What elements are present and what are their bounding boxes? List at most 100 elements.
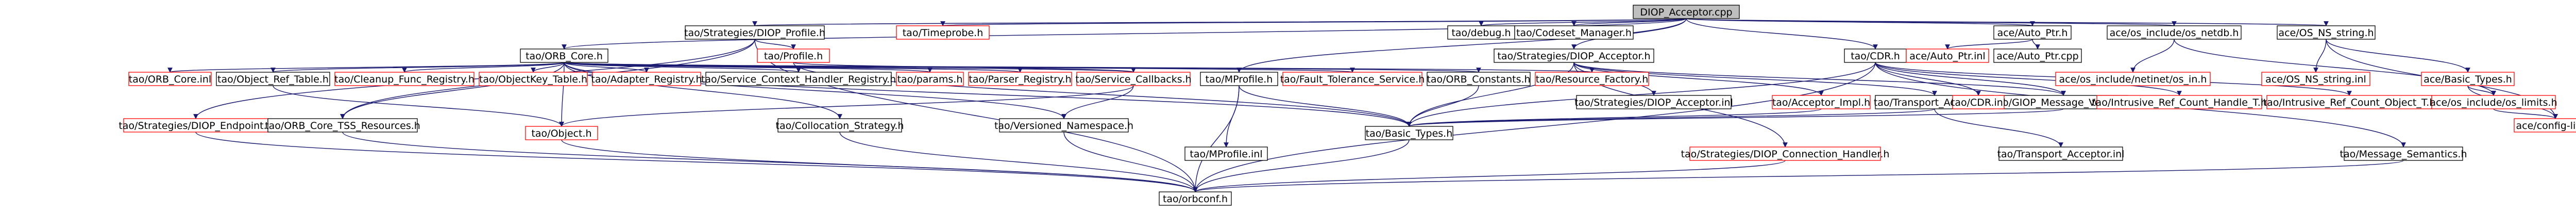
node-diop-acceptor-h[interactable]: tao/Strategies/DIOP_Acceptor.h bbox=[1494, 48, 1654, 63]
edge-diop_acceptor_h-to-acceptor_impl bbox=[1573, 62, 1824, 96]
node-label: tao/orbconf.h bbox=[1163, 193, 1228, 205]
node-label: tao/Object_Ref_Table.h bbox=[217, 74, 329, 85]
node-basic-types-tao[interactable]: tao/Basic_Types.h bbox=[1365, 126, 1453, 140]
node-auto-ptr-inl[interactable]: ace/Auto_Ptr.inl bbox=[1906, 48, 1989, 63]
node-orb-core[interactable]: tao/ORB_Core.h bbox=[520, 48, 608, 63]
node-resource-factory[interactable]: tao/Resource_Factory.h bbox=[1535, 72, 1649, 86]
node-intrusive-ref[interactable]: tao/Intrusive_Ref_Count_Handle_T.h bbox=[2092, 95, 2267, 109]
node-label: tao/Profile.h bbox=[764, 51, 823, 62]
node-transport-acceptor-inl[interactable]: tao/Transport_Acceptor.inl bbox=[1997, 146, 2125, 161]
node-orb-constants[interactable]: tao/ORB_Constants.h bbox=[1427, 72, 1531, 86]
edge-diop_acceptor_h-to-transport_acceptor bbox=[1573, 62, 1937, 96]
node-box bbox=[2055, 72, 2211, 86]
node-object-h[interactable]: tao/Object.h bbox=[525, 126, 598, 140]
node-box bbox=[896, 25, 990, 40]
node-obj-ref-table[interactable]: tao/Object_Ref_Table.h bbox=[216, 72, 330, 86]
node-box bbox=[1200, 72, 1278, 86]
node-inet[interactable]: ace/os_include/netinet/os_in.h bbox=[2055, 72, 2211, 86]
node-svc-callbacks[interactable]: tao/Service_Callbacks.h bbox=[1075, 72, 1192, 86]
node-collocation[interactable]: tao/Collocation_Strategy.h bbox=[776, 118, 904, 133]
node-box bbox=[520, 48, 608, 63]
node-diop-conn-handler[interactable]: tao/Strategies/DIOP_Connection_Handler.h bbox=[1681, 146, 1890, 161]
node-intrusive-ref-obj[interactable]: tao/Intrusive_Ref_Count_Object_T.h bbox=[2263, 95, 2436, 109]
edge-orb_core-to-collocation bbox=[564, 62, 842, 119]
node-label: tao/CDR.inl bbox=[1951, 97, 2006, 108]
node-tao-export[interactable]: tao/orbconf.h bbox=[1159, 191, 1232, 206]
node-box bbox=[1844, 48, 1907, 63]
node-diop-endpoint[interactable]: tao/Strategies/DIOP_Endpoint.h bbox=[118, 118, 273, 133]
node-box bbox=[999, 118, 1129, 133]
node-label: tao/Adapter_Registry.h bbox=[591, 74, 702, 85]
edge-diop_profile-to-profile bbox=[754, 39, 796, 50]
edge-orb_core-to-obj_ref_table bbox=[270, 62, 565, 73]
node-label: tao/debug.h bbox=[1451, 27, 1511, 39]
node-label: ace/os_include/os_limits.h bbox=[2430, 97, 2557, 108]
node-codeset-mgr[interactable]: tao/Codeset_Manager.h bbox=[1514, 25, 1634, 40]
node-profile[interactable]: tao/Profile.h bbox=[757, 48, 830, 63]
node-label: tao/ORB_Constants.h bbox=[1427, 74, 1530, 85]
node-acceptor-impl[interactable]: tao/Acceptor_Impl.h bbox=[1772, 95, 1871, 109]
node-label: tao/Service_Callbacks.h bbox=[1075, 74, 1191, 85]
node-svc-ctx-handler[interactable]: tao/Service_Context_Handler_Registry.h bbox=[701, 72, 896, 86]
node-auto-ptr[interactable]: ace/Auto_Ptr.h bbox=[1993, 25, 2072, 40]
edge-profile-to-svc_callbacks bbox=[793, 62, 1136, 73]
node-mprofile[interactable]: tao/MProfile.h bbox=[1200, 72, 1278, 86]
node-debug[interactable]: tao/debug.h bbox=[1447, 25, 1515, 40]
edge-orb_core-to-svc_ctx_handler bbox=[564, 62, 801, 73]
node-mprofile-inl[interactable]: tao/MProfile.inl bbox=[1184, 146, 1268, 161]
edge-root-to-netdb bbox=[1686, 18, 2176, 26]
edge-os_limits-to-ace_config bbox=[2493, 108, 2558, 119]
edge-mprofile-to-tao_export bbox=[1193, 85, 1240, 192]
node-box bbox=[968, 72, 1072, 86]
node-auto-ptr-cpp[interactable]: ace/Auto_Ptr.cpp bbox=[1993, 48, 2082, 63]
edge-orb_core-to-orb_core_inl bbox=[167, 62, 565, 73]
edge-orb_core-to-versioned_ns bbox=[564, 62, 1066, 119]
node-orb-core-tss[interactable]: tao/ORB_Core_TSS_Resources.h bbox=[265, 118, 420, 133]
node-label: tao/Timeprobe.h bbox=[903, 27, 984, 39]
node-label: tao/Codeset_Manager.h bbox=[1516, 27, 1632, 39]
node-message-semantics[interactable]: tao/Message_Semantics.h bbox=[2340, 146, 2467, 161]
edge-basic_types_ace-to-os_limits bbox=[2467, 85, 2496, 96]
node-label: tao/MProfile.inl bbox=[1190, 149, 1262, 160]
node-timeprobe[interactable]: tao/Timeprobe.h bbox=[896, 25, 990, 40]
node-diop-profile[interactable]: tao/Strategies/DIOP_Profile.h bbox=[684, 25, 825, 40]
node-label: tao/MProfile.h bbox=[1206, 74, 1273, 85]
edge-root-to-mprofile bbox=[1236, 18, 1687, 73]
node-basic-types-ace[interactable]: ace/Basic_Types.h bbox=[2421, 72, 2515, 86]
edge-giop_message_version-to-basic_types_tao bbox=[1406, 108, 2064, 127]
edge-diop_profile-to-diop_endpoint bbox=[193, 39, 755, 119]
node-box bbox=[216, 72, 330, 86]
node-label: tao/Intrusive_Ref_Count_Object_T.h bbox=[2263, 97, 2436, 108]
node-label: ace/config-lite.h bbox=[2516, 120, 2576, 132]
node-cdr-inl[interactable]: tao/CDR.inl bbox=[1951, 95, 2006, 109]
node-ace-config[interactable]: ace/config-lite.h bbox=[2514, 118, 2576, 133]
node-box bbox=[1906, 48, 1989, 63]
edge-diop_endpoint-to-tao_export bbox=[195, 132, 1198, 192]
node-os-ns-string-inl[interactable]: ace/OS_NS_string.inl bbox=[2261, 72, 2370, 86]
node-label: ace/OS_NS_string.h bbox=[2278, 27, 2374, 39]
node-objectkey-table[interactable]: tao/ObjectKey_Table.h bbox=[479, 72, 588, 86]
node-params[interactable]: tao/params.h bbox=[896, 72, 964, 86]
node-box bbox=[1772, 95, 1871, 109]
node-box bbox=[1576, 95, 1732, 109]
node-box bbox=[479, 72, 588, 86]
node-ft-service[interactable]: tao/Fault_Tolerance_Service.h bbox=[1280, 72, 1425, 86]
node-label: tao/Strategies/DIOP_Endpoint.h bbox=[118, 120, 273, 132]
node-cleanup-func[interactable]: tao/Cleanup_Func_Registry.h bbox=[334, 72, 474, 86]
node-cdr[interactable]: tao/CDR.h bbox=[1844, 48, 1907, 63]
node-box bbox=[1282, 72, 1422, 86]
node-box bbox=[592, 72, 701, 86]
edge-root-to-cdr bbox=[1686, 18, 1878, 50]
node-os-limits[interactable]: ace/os_include/os_limits.h bbox=[2430, 95, 2557, 109]
node-parser-reg[interactable]: tao/Parser_Registry.h bbox=[968, 72, 1072, 86]
node-diop-acceptor-inl[interactable]: tao/Strategies/DIOP_Acceptor.inl bbox=[1574, 95, 1733, 109]
node-os-ns-string[interactable]: ace/OS_NS_string.h bbox=[2277, 25, 2376, 40]
node-netdb[interactable]: ace/os_include/os_netdb.h bbox=[2107, 25, 2242, 40]
node-orb-core-inl[interactable]: tao/ORB_Core.inl bbox=[128, 72, 212, 86]
node-label: tao/CDR.h bbox=[1851, 51, 1900, 62]
node-versioned-ns[interactable]: tao/Versioned_Namespace.h bbox=[994, 118, 1133, 133]
node-adapter-reg[interactable]: tao/Adapter_Registry.h bbox=[591, 72, 702, 86]
edge-auto_ptr-to-auto_ptr_cpp bbox=[2032, 39, 2040, 50]
node-box bbox=[525, 126, 598, 140]
